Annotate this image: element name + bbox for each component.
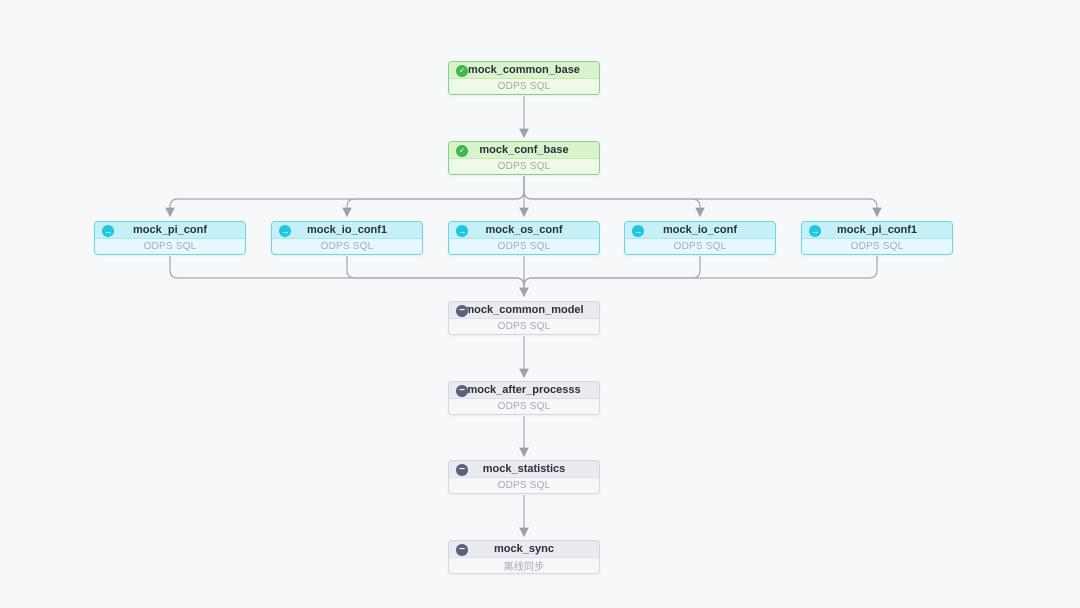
node-subtitle: ODPS SQL [449,79,599,94]
waiting-status-icon: − [456,304,468,317]
node-title: mock_io_conf [663,224,737,236]
node-mock_os_conf[interactable]: → mock_os_conf ODPS SQL [448,221,600,255]
success-status-icon: ✓ [456,144,468,157]
node-subtitle: ODPS SQL [625,239,775,254]
node-mock_conf_base[interactable]: ✓ mock_conf_base ODPS SQL [448,141,600,175]
edge-conf_base-io_conf1 [342,176,525,218]
node-subtitle: ODPS SQL [449,478,599,493]
running-status-icon: → [456,224,468,237]
edge-conf_base-pi_conf1 [523,176,882,218]
edge-io_conf-common_model [523,256,701,296]
node-subtitle: ODPS SQL [272,239,422,254]
node-title: mock_common_model [464,304,584,316]
node-mock_io_conf1[interactable]: → mock_io_conf1 ODPS SQL [271,221,423,255]
edge-pi_conf1-common_model [523,256,878,296]
node-subtitle: ODPS SQL [449,159,599,174]
running-status-icon: → [632,224,644,237]
node-subtitle: ODPS SQL [449,239,599,254]
node-title: mock_common_base [468,64,580,76]
node-subtitle: 离线同步 [449,558,599,573]
node-mock_pi_conf1[interactable]: → mock_pi_conf1 ODPS SQL [801,221,953,255]
waiting-status-icon: − [456,463,468,476]
node-mock_statistics[interactable]: − mock_statistics ODPS SQL [448,460,600,494]
edge-conf_base-io_conf [523,176,705,218]
node-title: mock_pi_conf1 [836,224,918,236]
node-subtitle: ODPS SQL [449,399,599,414]
node-title: mock_os_conf [485,224,563,236]
node-title: mock_conf_base [479,144,569,156]
node-mock_common_model[interactable]: − mock_common_model ODPS SQL [448,301,600,335]
waiting-status-icon: − [456,543,468,556]
node-mock_pi_conf[interactable]: → mock_pi_conf ODPS SQL [94,221,246,255]
running-status-icon: → [809,224,821,237]
node-title: mock_pi_conf [133,224,207,236]
node-subtitle: ODPS SQL [95,239,245,254]
node-subtitle: ODPS SQL [802,239,952,254]
node-mock_sync[interactable]: − mock_sync 离线同步 [448,540,600,574]
node-mock_after_processs[interactable]: − mock_after_processs ODPS SQL [448,381,600,415]
running-status-icon: → [102,224,114,237]
success-status-icon: ✓ [456,64,468,77]
waiting-status-icon: − [456,384,468,397]
node-title: mock_after_processs [467,384,581,396]
node-subtitle: ODPS SQL [449,319,599,334]
node-mock_io_conf[interactable]: → mock_io_conf ODPS SQL [624,221,776,255]
node-mock_common_base[interactable]: ✓ mock_common_base ODPS SQL [448,61,600,95]
node-title: mock_io_conf1 [306,224,388,236]
edge-io_conf1-common_model [346,256,525,296]
running-status-icon: → [279,224,291,237]
node-title: mock_sync [494,543,554,555]
node-title: mock_statistics [482,463,566,475]
